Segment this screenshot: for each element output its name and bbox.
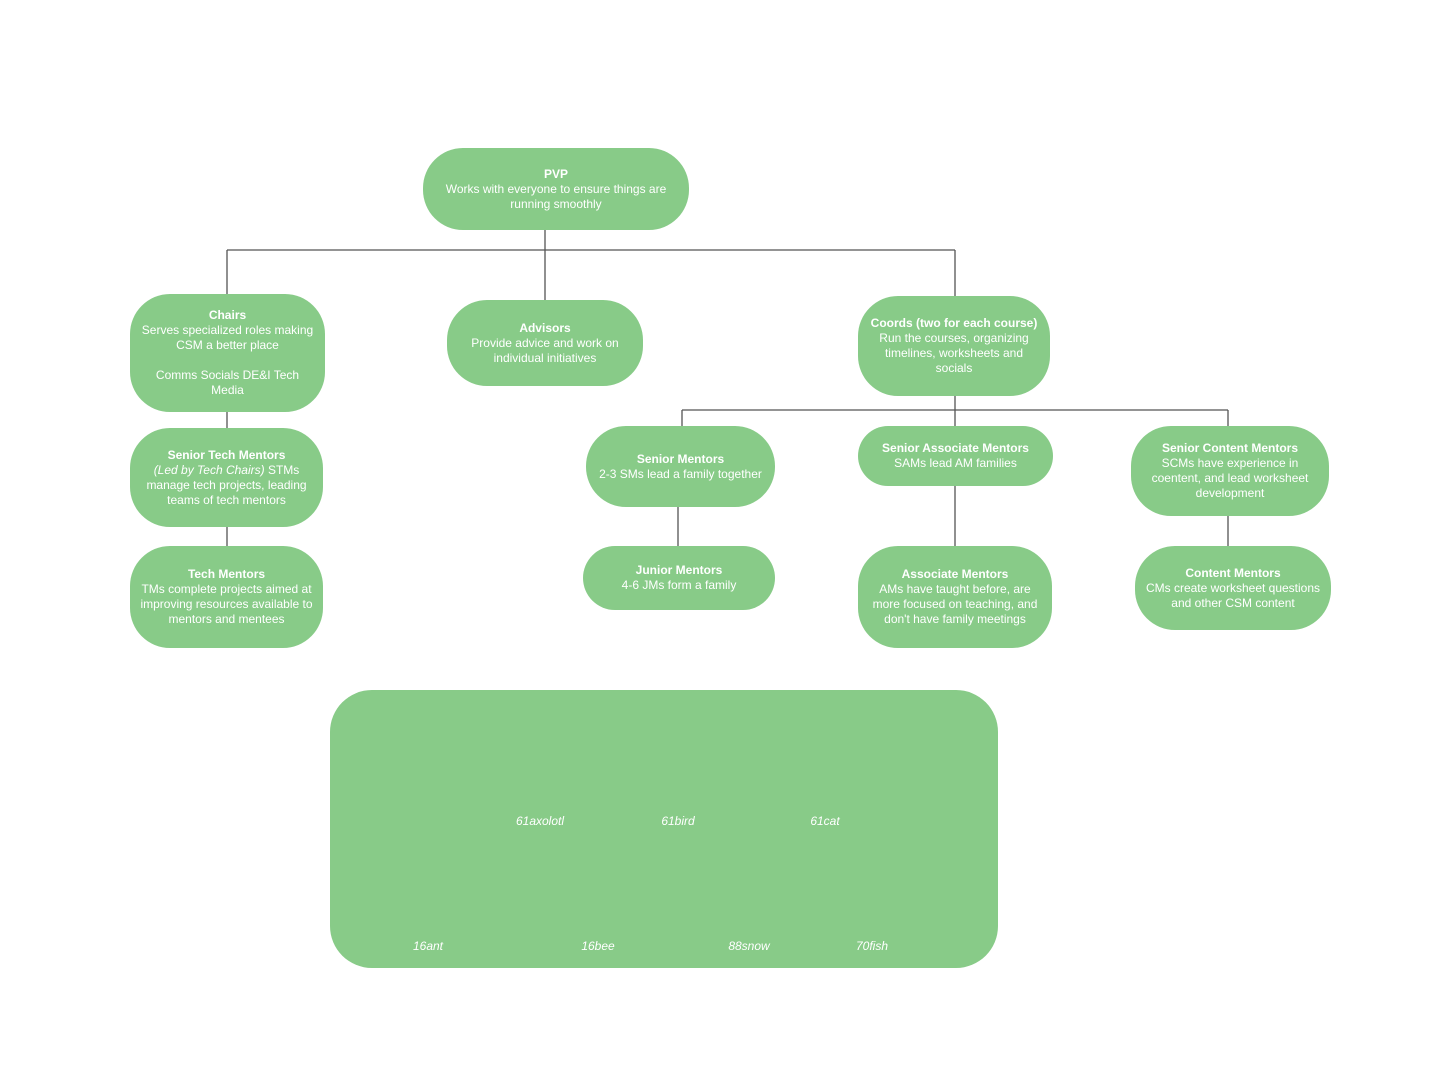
stm-desc: (Led by Tech Chairs) STMs manage tech pr… xyxy=(138,463,315,508)
coords-node: Coords (two for each course) Run the cou… xyxy=(858,296,1050,396)
tm-title: Tech Mentors xyxy=(187,567,266,581)
stm-desc-emphasis: (Led by Tech Chairs) xyxy=(153,462,265,477)
am-title: Associate Mentors xyxy=(901,567,1009,581)
cm-desc: CMs create worksheet questions and other… xyxy=(1145,580,1321,610)
sm-title: Senior Mentors xyxy=(636,451,725,466)
jm-desc: 4-6 JMs form a family xyxy=(621,578,737,592)
advisors-desc: Provide advice and work on individual in… xyxy=(471,335,619,365)
coords-desc: Run the courses, organizing timelines, w… xyxy=(879,331,1029,375)
legend-label-bird: 61bird xyxy=(661,814,695,828)
stm-desc-text: STMs manage tech projects, leading teams… xyxy=(146,462,307,507)
legend-label-ant: 16ant xyxy=(412,939,444,953)
senior-content-mentors-node: Senior Content Mentors SCMs have experie… xyxy=(1131,426,1329,516)
coords-title: Coords (two for each course) xyxy=(870,316,1038,330)
pvp-title: PVP xyxy=(543,166,568,181)
stm-title: Senior Tech Mentors xyxy=(167,447,286,462)
advisors-title: Advisors xyxy=(519,320,571,335)
scm-title: Senior Content Mentors xyxy=(1161,441,1298,455)
senior-associate-mentors-node: Senior Associate Mentors SAMs lead AM fa… xyxy=(858,426,1053,486)
sam-desc: SAMs lead AM families xyxy=(894,456,1017,470)
legend-label-axolotl: 61axolotl xyxy=(515,814,565,828)
sm-desc: 2-3 SMs lead a family together xyxy=(599,466,762,481)
jm-title: Junior Mentors xyxy=(635,563,723,577)
cm-title: Content Mentors xyxy=(1185,565,1281,580)
sam-title: Senior Associate Mentors xyxy=(882,441,1029,455)
am-desc: AMs have taught before, are more focused… xyxy=(872,582,1038,626)
tm-desc: TMs complete projects aimed at improving… xyxy=(140,582,313,626)
chairs-title: Chairs xyxy=(208,308,247,322)
associate-mentors-node: Associate Mentors AMs have taught before… xyxy=(858,546,1052,648)
senior-mentors-node: Senior Mentors 2-3 SMs lead a family tog… xyxy=(586,426,775,507)
tech-mentors-node: Tech Mentors TMs complete projects aimed… xyxy=(130,546,323,648)
chairs-desc: Serves specialized roles making CSM a be… xyxy=(141,323,314,397)
scm-desc: SCMs have experience in coentent, and le… xyxy=(1151,456,1309,500)
legend-label-bee: 16bee xyxy=(581,939,615,953)
legend-label-fish: 70fish xyxy=(855,939,889,953)
senior-tech-mentors-node: Senior Tech Mentors (Led by Tech Chairs)… xyxy=(130,428,323,527)
pvp-desc: Works with everyone to ensure things are… xyxy=(445,181,667,211)
legend-label-cat: 61cat xyxy=(810,814,840,828)
legend-label-snow: 88snow xyxy=(728,939,770,953)
